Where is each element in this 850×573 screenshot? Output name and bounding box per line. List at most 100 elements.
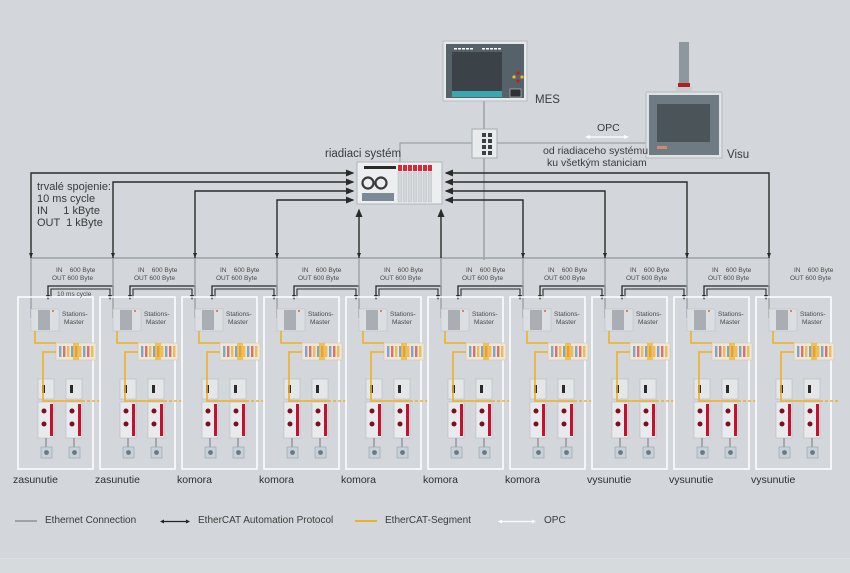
stations-master-led <box>462 310 464 312</box>
mes-led <box>490 48 493 50</box>
terminal-contact <box>419 346 422 357</box>
double-arrow-icon <box>160 517 190 524</box>
mes-led <box>466 48 469 50</box>
station-in-label: IN 600 Byte <box>138 267 178 274</box>
control-io-ports <box>362 193 394 201</box>
stations-master-heatsink <box>38 310 50 330</box>
switch-port <box>488 145 492 149</box>
terminal-contact <box>243 346 246 357</box>
ethercat-ap-arrowhead <box>685 253 689 258</box>
terminal-contact <box>317 346 320 357</box>
terminal-contact <box>67 346 70 357</box>
terminal-contact <box>173 346 176 357</box>
ethercat-segment-line <box>616 351 656 402</box>
stations-master-label-1: Stations- <box>308 311 334 318</box>
switch-port <box>482 133 486 137</box>
terminal-contact <box>571 346 574 357</box>
ethercat-ap-bracket-inner <box>214 288 275 298</box>
ethercat-segment-line <box>780 351 820 402</box>
ethercat-segment-line <box>280 331 302 344</box>
servo-motor-shaft <box>318 450 323 455</box>
terminal-contact <box>407 346 410 357</box>
control-slot-card <box>427 171 432 203</box>
servo-drive-port <box>287 408 293 414</box>
stations-master-label-2: Master <box>64 319 84 326</box>
control-slot-card <box>422 171 427 203</box>
station-name: komora <box>259 474 295 486</box>
servo-drive-red-stripe <box>296 404 299 436</box>
servo-drive-port <box>615 408 621 414</box>
servo-drive-port <box>479 408 485 414</box>
servo-drive-port <box>41 408 47 414</box>
ethercat-ap-line <box>276 196 355 258</box>
terminal-contact <box>747 346 750 357</box>
ethercat-ap-bracket <box>621 285 688 298</box>
ethercat-segment-line <box>116 331 138 344</box>
servo-drive-port <box>41 421 47 427</box>
control-slot-led <box>398 165 402 171</box>
stations-master-label-2: Master <box>720 319 740 326</box>
terminal-contact <box>141 346 144 357</box>
stations-master-heatsink <box>612 310 624 330</box>
ethercat-ap-bracket-inner <box>132 288 193 298</box>
ethercat-ap-bracket <box>457 285 524 298</box>
ethercat-segment-line <box>206 351 246 402</box>
servo-drive-top <box>311 378 329 400</box>
terminal-contact <box>235 346 238 357</box>
terminal-contact <box>169 346 172 357</box>
white-double-arrow-icon <box>498 517 536 524</box>
servo-drive-port <box>315 408 321 414</box>
ethercat-segment-line <box>124 351 164 402</box>
servo-drive-port <box>725 421 731 427</box>
ethercat-ap-line <box>444 196 524 258</box>
servo-motor-shaft <box>782 450 787 455</box>
ethercat-ap-arrowhead <box>275 253 279 258</box>
ethercat-ap-bracket-inner <box>378 288 439 298</box>
terminal-contact <box>145 346 148 357</box>
terminal-contact <box>399 346 402 357</box>
station-name: komora <box>505 474 541 486</box>
terminal-contact <box>313 346 316 357</box>
servo-drive-connector <box>480 385 483 393</box>
stations-master-heatsink <box>530 310 542 330</box>
terminal-contact <box>387 346 390 357</box>
mes-screen <box>452 52 502 92</box>
terminal-contact <box>497 346 500 357</box>
terminal-contact <box>493 346 496 357</box>
servo-drive-red-stripe <box>652 404 655 436</box>
mes-led <box>470 48 473 50</box>
mes-led <box>498 48 501 50</box>
ethercat-ap-line <box>444 178 688 258</box>
terminal-contact <box>563 346 566 357</box>
opc-arrowhead-right <box>624 135 629 139</box>
servo-drive-red-stripe <box>406 404 409 436</box>
station-in-label: IN 600 Byte <box>466 267 506 274</box>
control-slot-led <box>403 165 407 171</box>
terminal-contact <box>247 346 250 357</box>
visu-screen <box>657 104 710 142</box>
mes-function-keys <box>452 91 502 97</box>
servo-drive-port <box>561 408 567 414</box>
servo-drive-red-stripe <box>50 404 53 436</box>
servo-drive-port <box>451 408 457 414</box>
connection-info-in: IN 1 kByte <box>37 205 100 217</box>
station-out-label: OUT 600 Byte <box>708 275 750 282</box>
terminal-contact <box>415 346 418 357</box>
servo-motor-shaft <box>646 450 651 455</box>
station-out-label: OUT 600 Byte <box>626 275 668 282</box>
stations-master-heatsink <box>776 310 788 330</box>
servo-drive-top <box>229 378 247 400</box>
terminal-contact <box>575 346 578 357</box>
mes-led <box>482 48 485 50</box>
servo-drive-connector <box>808 385 811 393</box>
ethercat-ap-arrowhead <box>29 253 33 258</box>
terminal-contact <box>809 346 812 357</box>
ethercat-ap-bracket-inner <box>460 288 521 298</box>
terminal-contact <box>71 346 74 357</box>
servo-motor-shaft <box>400 450 405 455</box>
servo-drive-port <box>151 421 157 427</box>
servo-drive-port <box>69 408 75 414</box>
ethercat-segment-line <box>198 331 220 344</box>
stations-master-label-1: Stations- <box>62 311 88 318</box>
stations-master-led <box>544 310 546 312</box>
